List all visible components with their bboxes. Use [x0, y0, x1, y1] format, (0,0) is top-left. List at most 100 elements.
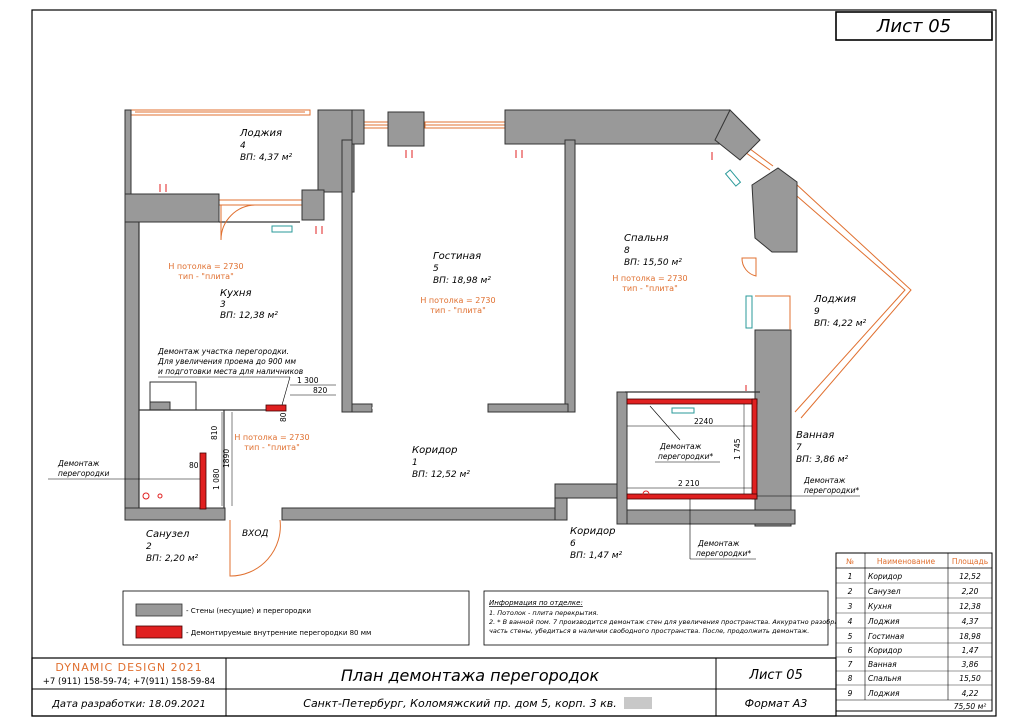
ceiling-note-line: тип - "плита" [622, 284, 678, 293]
ceiling-note-line: Н потолка = 2730 [612, 274, 687, 283]
table-row: 5 Гостиная 18,98 [836, 632, 992, 644]
table-cell: 1 [848, 572, 853, 581]
room-area: ВП: 4,22 м² [814, 319, 867, 329]
dimensions: 1 300 820 80 810 1890 1 080 80 2240 1 74… [189, 376, 752, 506]
room-name: Коридор [570, 526, 615, 537]
room-area: ВП: 3,86 м² [796, 455, 849, 465]
room-area: ВП: 12,52 м² [412, 470, 470, 480]
title-sheet-number: Лист 05 [748, 668, 803, 683]
room-num: 2 [146, 542, 152, 552]
dimension-label: 80 [189, 461, 199, 470]
info-line: часть стены, убедиться в наличии свободн… [489, 627, 809, 635]
dimension-label: 2 210 [678, 479, 700, 488]
table-row: 4 Лоджия 4,37 [836, 617, 992, 629]
table-cell: 5 [848, 632, 853, 641]
table-cell: 2,20 [962, 587, 979, 596]
table-cell: 4 [848, 617, 853, 626]
legend-demolish-label: - Демонтируемые внутренние перегородки 8… [186, 629, 371, 637]
ceiling-notes: Н потолка = 2730 тип - "плита" Н потолка… [168, 262, 687, 452]
doors [220, 169, 791, 577]
table-header: № [846, 557, 854, 566]
table-cell: Санузел [868, 587, 901, 596]
dimension-label: 1 745 [733, 438, 742, 460]
room-num: 8 [624, 246, 630, 256]
table-cell: Гостиная [868, 632, 905, 641]
ceiling-note-line: Н потолка = 2730 [168, 262, 243, 271]
sheet-label-box: Лист 05 [835, 11, 993, 41]
demolition-note: перегородки [58, 469, 109, 478]
room-area: ВП: 15,50 м² [624, 258, 682, 268]
paper-format: Формат А3 [745, 697, 808, 710]
dimension-label: 820 [313, 386, 328, 395]
company-name: DYNAMIC DESIGN 2021 [55, 661, 202, 674]
development-date: Дата разработки: 18.09.2021 [51, 698, 206, 710]
demolition-note: Демонтаж [659, 442, 702, 451]
room-num: 3 [220, 300, 226, 310]
redacted-apartment-number [624, 697, 652, 709]
room-num: 9 [814, 307, 820, 317]
demolition-note: Демонтаж [803, 476, 846, 485]
demolition-note: перегородки* [658, 452, 713, 461]
table-cell: 8 [848, 674, 853, 683]
table-row: 8 Спальня 15,50 [836, 674, 992, 686]
room-name: Кухня [220, 288, 252, 299]
table-header: Площадь [952, 557, 988, 566]
demolition-note: и подготовки места для наличников [158, 367, 303, 376]
info-box: Информация по отделке: 1. Потолок - плит… [483, 590, 846, 646]
company-phones: +7 (911) 158-59-74; +7(911) 158-59-84 [43, 677, 215, 687]
ceiling-note-line: Н потолка = 2730 [234, 433, 309, 442]
table-cell: Лоджия [867, 617, 900, 626]
demolition-note: Демонтаж [57, 459, 100, 468]
room-num: 7 [796, 443, 802, 453]
table-total: 75,50 м² [954, 702, 987, 711]
info-title: Информация по отделке: [489, 599, 583, 607]
thin-partitions [138, 221, 760, 508]
room-name: Санузел [146, 529, 190, 540]
drawing-title: План демонтажа перегородок [341, 666, 600, 685]
utility-markers [142, 150, 747, 500]
table-cell: 9 [848, 689, 853, 698]
demolition-note: перегородки* [696, 549, 751, 558]
table-cell: Коридор [868, 646, 902, 655]
table-row: 9 Лоджия 4,22 [836, 689, 992, 701]
room-name: Ванная [796, 430, 834, 441]
room-area: ВП: 4,37 м² [240, 153, 293, 163]
room-num: 5 [433, 264, 439, 274]
table-row: 7 Ванная 3,86 [836, 660, 992, 672]
address: Санкт-Петербург, Коломяжский пр. дом 5, … [303, 697, 616, 710]
table-cell: 3,86 [962, 660, 979, 669]
walls [124, 109, 798, 527]
entrance-label: ВХОД [242, 529, 268, 539]
ceiling-note-line: тип - "плита" [178, 272, 234, 281]
table-cell: 3 [848, 602, 853, 611]
demolition-note: Демонтаж участка перегородки. [157, 347, 289, 356]
room-num: 1 [412, 458, 418, 468]
rooms-table: № Наименование Площадь 1 Коридор 12,52 2… [835, 552, 993, 712]
dimension-label: 80 [279, 412, 288, 422]
table-header: Наименование [877, 557, 936, 566]
table-cell: 7 [848, 660, 853, 669]
table-row: 2 Санузел 2,20 [836, 587, 992, 599]
info-line: 1. Потолок - плита перекрытия. [489, 609, 598, 617]
table-row: 1 Коридор 12,52 [836, 572, 992, 584]
dimension-label: 2240 [694, 417, 713, 426]
room-name: Спальня [624, 233, 669, 244]
table-cell: 6 [848, 646, 853, 655]
legend-wall-swatch [135, 603, 183, 617]
room-name: Лоджия [239, 128, 282, 139]
table-row: 3 Кухня 12,38 [836, 602, 992, 614]
floor-plan: Лоджия 4 ВП: 4,37 м² Кухня 3 ВП: 12,38 м… [48, 109, 912, 577]
legend: - Стены (несущие) и перегородки - Демонт… [122, 590, 470, 646]
table-cell: Ванная [868, 660, 897, 669]
table-cell: Кухня [868, 602, 892, 611]
ceiling-note-line: Н потолка = 2730 [420, 296, 495, 305]
demolish-partitions [199, 398, 758, 510]
dimension-label: 810 [210, 425, 219, 440]
table-cell: 15,50 [959, 674, 981, 683]
table-cell: 12,52 [959, 572, 981, 581]
table-cell: 1,47 [962, 646, 979, 655]
table-cell: 4,22 [962, 689, 979, 698]
room-area: ВП: 2,20 м² [146, 554, 199, 564]
legend-demolish-swatch [135, 625, 183, 639]
